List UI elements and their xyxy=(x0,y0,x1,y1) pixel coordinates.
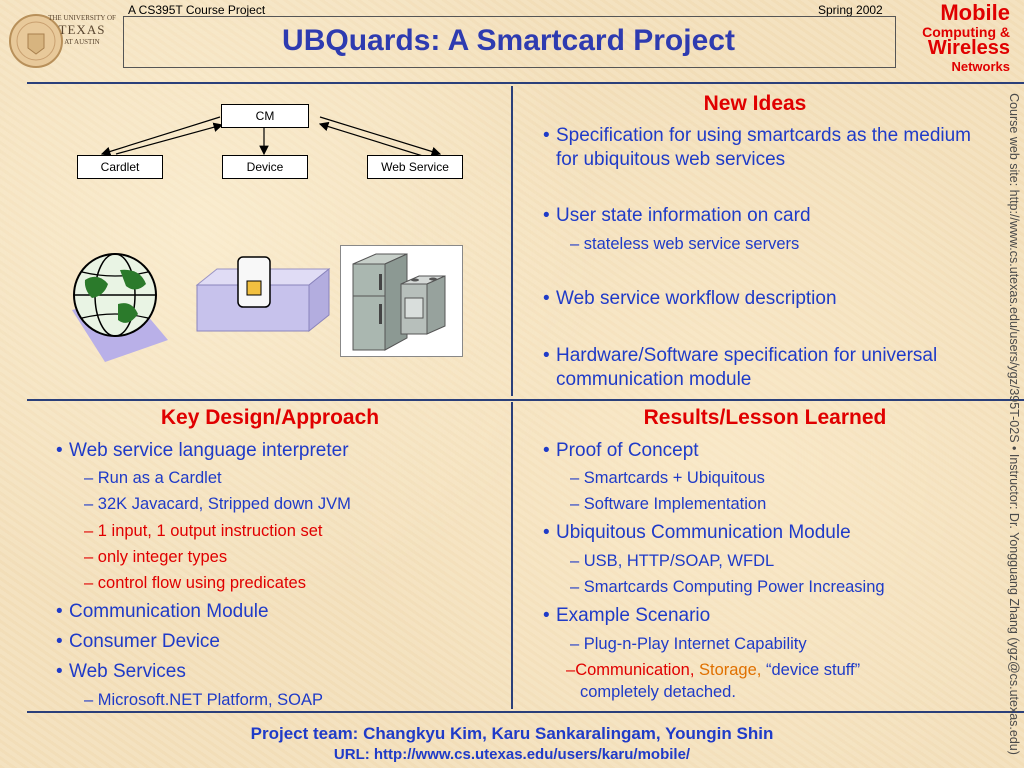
key-design-item-3: • Consumer Device xyxy=(56,630,220,654)
new-ideas-item-4-text: Hardware/Software specification for univ… xyxy=(556,345,938,390)
key-design-sub-2-text: 32K Javacard, Stripped down JVM xyxy=(97,495,351,513)
bullet-icon: • xyxy=(543,345,550,366)
key-design-sub-1-text: Run as a Cardlet xyxy=(97,469,222,487)
results-sub-6-device-stuff: “device stuff” xyxy=(765,661,861,679)
project-team: Project team: Changkyu Kim, Karu Sankara… xyxy=(250,724,774,743)
key-design-heading: Key Design/Approach xyxy=(160,406,380,429)
key-design-sub-4-text: only integer types xyxy=(97,548,228,566)
bullet-icon: • xyxy=(56,440,63,461)
bullet-icon: • xyxy=(56,661,63,682)
page-title: UBQuards: A Smartcard Project xyxy=(282,24,735,57)
results-sub-5-text: Plug-n-Play Internet Capability xyxy=(583,635,807,653)
results-sub-6-communication: Communication, xyxy=(575,661,695,679)
results-item-3-text: Example Scenario xyxy=(556,605,711,626)
key-design-sub-5: – control flow using predicates xyxy=(84,574,306,592)
new-ideas-item-2-sub-text: stateless web service servers xyxy=(583,235,800,253)
results-sub-4-text: Smartcards Computing Power Increasing xyxy=(583,578,885,596)
key-design-item-2-text: Communication Module xyxy=(69,601,269,622)
results-sub-5: – Plug-n-Play Internet Capability xyxy=(570,635,807,653)
key-design-sub-3: – 1 input, 1 output instruction set xyxy=(84,522,323,540)
new-ideas-item-2: • User state information on card xyxy=(543,204,986,228)
key-design-sub-5-text: control flow using predicates xyxy=(97,574,306,592)
diagram-arrows xyxy=(100,116,442,158)
new-ideas-item-2-text: User state information on card xyxy=(556,205,811,226)
bullet-icon: • xyxy=(543,125,550,146)
sidebar-text: Course web site: http://www.cs.utexas.ed… xyxy=(1007,93,1021,755)
brand-computing: Computing & xyxy=(922,24,1010,40)
results-item-1: • Proof of Concept xyxy=(543,439,699,463)
course-info-sidebar: Course web site: http://www.cs.utexas.ed… xyxy=(1003,84,1024,764)
bullet-icon: • xyxy=(56,601,63,622)
results-sub-1: – Smartcards + Ubiquitous xyxy=(570,469,765,487)
results-sub-6: –Communication, Storage, “device stuff”c… xyxy=(566,661,861,701)
key-design-sub-1: – Run as a Cardlet xyxy=(84,469,222,487)
results-sub-4: – Smartcards Computing Power Increasing xyxy=(570,578,885,596)
key-design-sub-6-text: Microsoft.NET Platform, SOAP xyxy=(97,691,324,709)
key-design-sub-3-text: 1 input, 1 output instruction set xyxy=(97,522,323,540)
new-ideas-item-4: • Hardware/Software specification for uni… xyxy=(543,344,986,392)
appliances-icon xyxy=(340,245,463,357)
brand-wireless: Wireless xyxy=(927,37,1010,59)
results-sub-1-text: Smartcards + Ubiquitous xyxy=(583,469,765,487)
key-design-item-3-text: Consumer Device xyxy=(69,631,220,652)
bullet-icon: • xyxy=(543,205,550,226)
results-heading: Results/Lesson Learned xyxy=(643,406,887,429)
brand-mobile: Mobile xyxy=(940,0,1010,25)
bullet-icon: • xyxy=(56,631,63,652)
lower-column-divider xyxy=(511,402,513,709)
university-line-2: TEXAS xyxy=(58,22,106,37)
results-sub-3: – USB, HTTP/SOAP, WFDL xyxy=(570,552,775,570)
bullet-icon: • xyxy=(543,605,550,626)
new-ideas-item-1-text: Specification for using smartcards as th… xyxy=(556,125,972,170)
university-line-3: AT AUSTIN xyxy=(64,38,100,46)
results-sub-6-storage: Storage, xyxy=(699,661,762,679)
results-item-1-text: Proof of Concept xyxy=(556,440,699,461)
key-design-item-4-text: Web Services xyxy=(69,661,186,682)
results-sub-2-text: Software Implementation xyxy=(583,495,767,513)
cardlet-node: Cardlet xyxy=(77,155,163,179)
new-ideas-item-3-text: Web service workflow description xyxy=(556,288,837,309)
smartcard-reader-icon xyxy=(195,256,331,333)
bullet-icon: • xyxy=(543,440,550,461)
new-ideas-item-1: • Specification for using smartcards as t… xyxy=(543,124,986,172)
device-node: Device xyxy=(222,155,308,179)
key-design-sub-6: – Microsoft.NET Platform, SOAP xyxy=(84,691,324,709)
results-sub-2: – Software Implementation xyxy=(570,495,767,513)
title-frame xyxy=(123,16,896,68)
course-label: A CS395T Course Project xyxy=(128,3,266,17)
brand-networks: Networks xyxy=(951,59,1010,74)
results-item-3: • Example Scenario xyxy=(543,604,711,628)
bullet-icon: • xyxy=(543,288,550,309)
new-ideas-heading: New Ideas xyxy=(703,92,807,115)
results-sub-6-detached: completely detached. xyxy=(580,683,736,701)
new-ideas-item-3: • Web service workflow description xyxy=(543,287,986,311)
term-label: Spring 2002 xyxy=(818,3,883,17)
results-item-2: • Ubiquitous Communication Module xyxy=(543,521,851,545)
key-design-item-2: • Communication Module xyxy=(56,600,269,624)
footer-divider xyxy=(27,711,1024,713)
cm-node: CM xyxy=(221,104,309,128)
key-design-item-1: • Web service language interpreter xyxy=(56,439,349,463)
middle-divider xyxy=(27,399,1024,401)
globe-icon xyxy=(72,253,168,362)
key-design-item-4: • Web Services xyxy=(56,660,186,684)
header-divider xyxy=(27,82,1024,84)
results-sub-3-text: USB, HTTP/SOAP, WFDL xyxy=(583,552,775,570)
university-line-1: THE UNIVERSITY OF xyxy=(48,14,116,22)
key-design-item-1-text: Web service language interpreter xyxy=(69,440,349,461)
upper-column-divider xyxy=(511,86,513,396)
new-ideas-item-2-sub: – stateless web service servers xyxy=(570,235,800,253)
university-seal: THE UNIVERSITY OF TEXAS AT AUSTIN xyxy=(6,4,116,78)
brand-logo: Mobile Computing & Wireless Networks xyxy=(900,0,1020,80)
project-url: URL: http://www.cs.utexas.edu/users/karu… xyxy=(333,746,691,763)
results-item-2-text: Ubiquitous Communication Module xyxy=(556,522,851,543)
key-design-sub-2: – 32K Javacard, Stripped down JVM xyxy=(84,495,351,513)
bullet-icon: • xyxy=(543,522,550,543)
key-design-sub-4: – only integer types xyxy=(84,548,228,566)
web-service-node: Web Service xyxy=(367,155,463,179)
